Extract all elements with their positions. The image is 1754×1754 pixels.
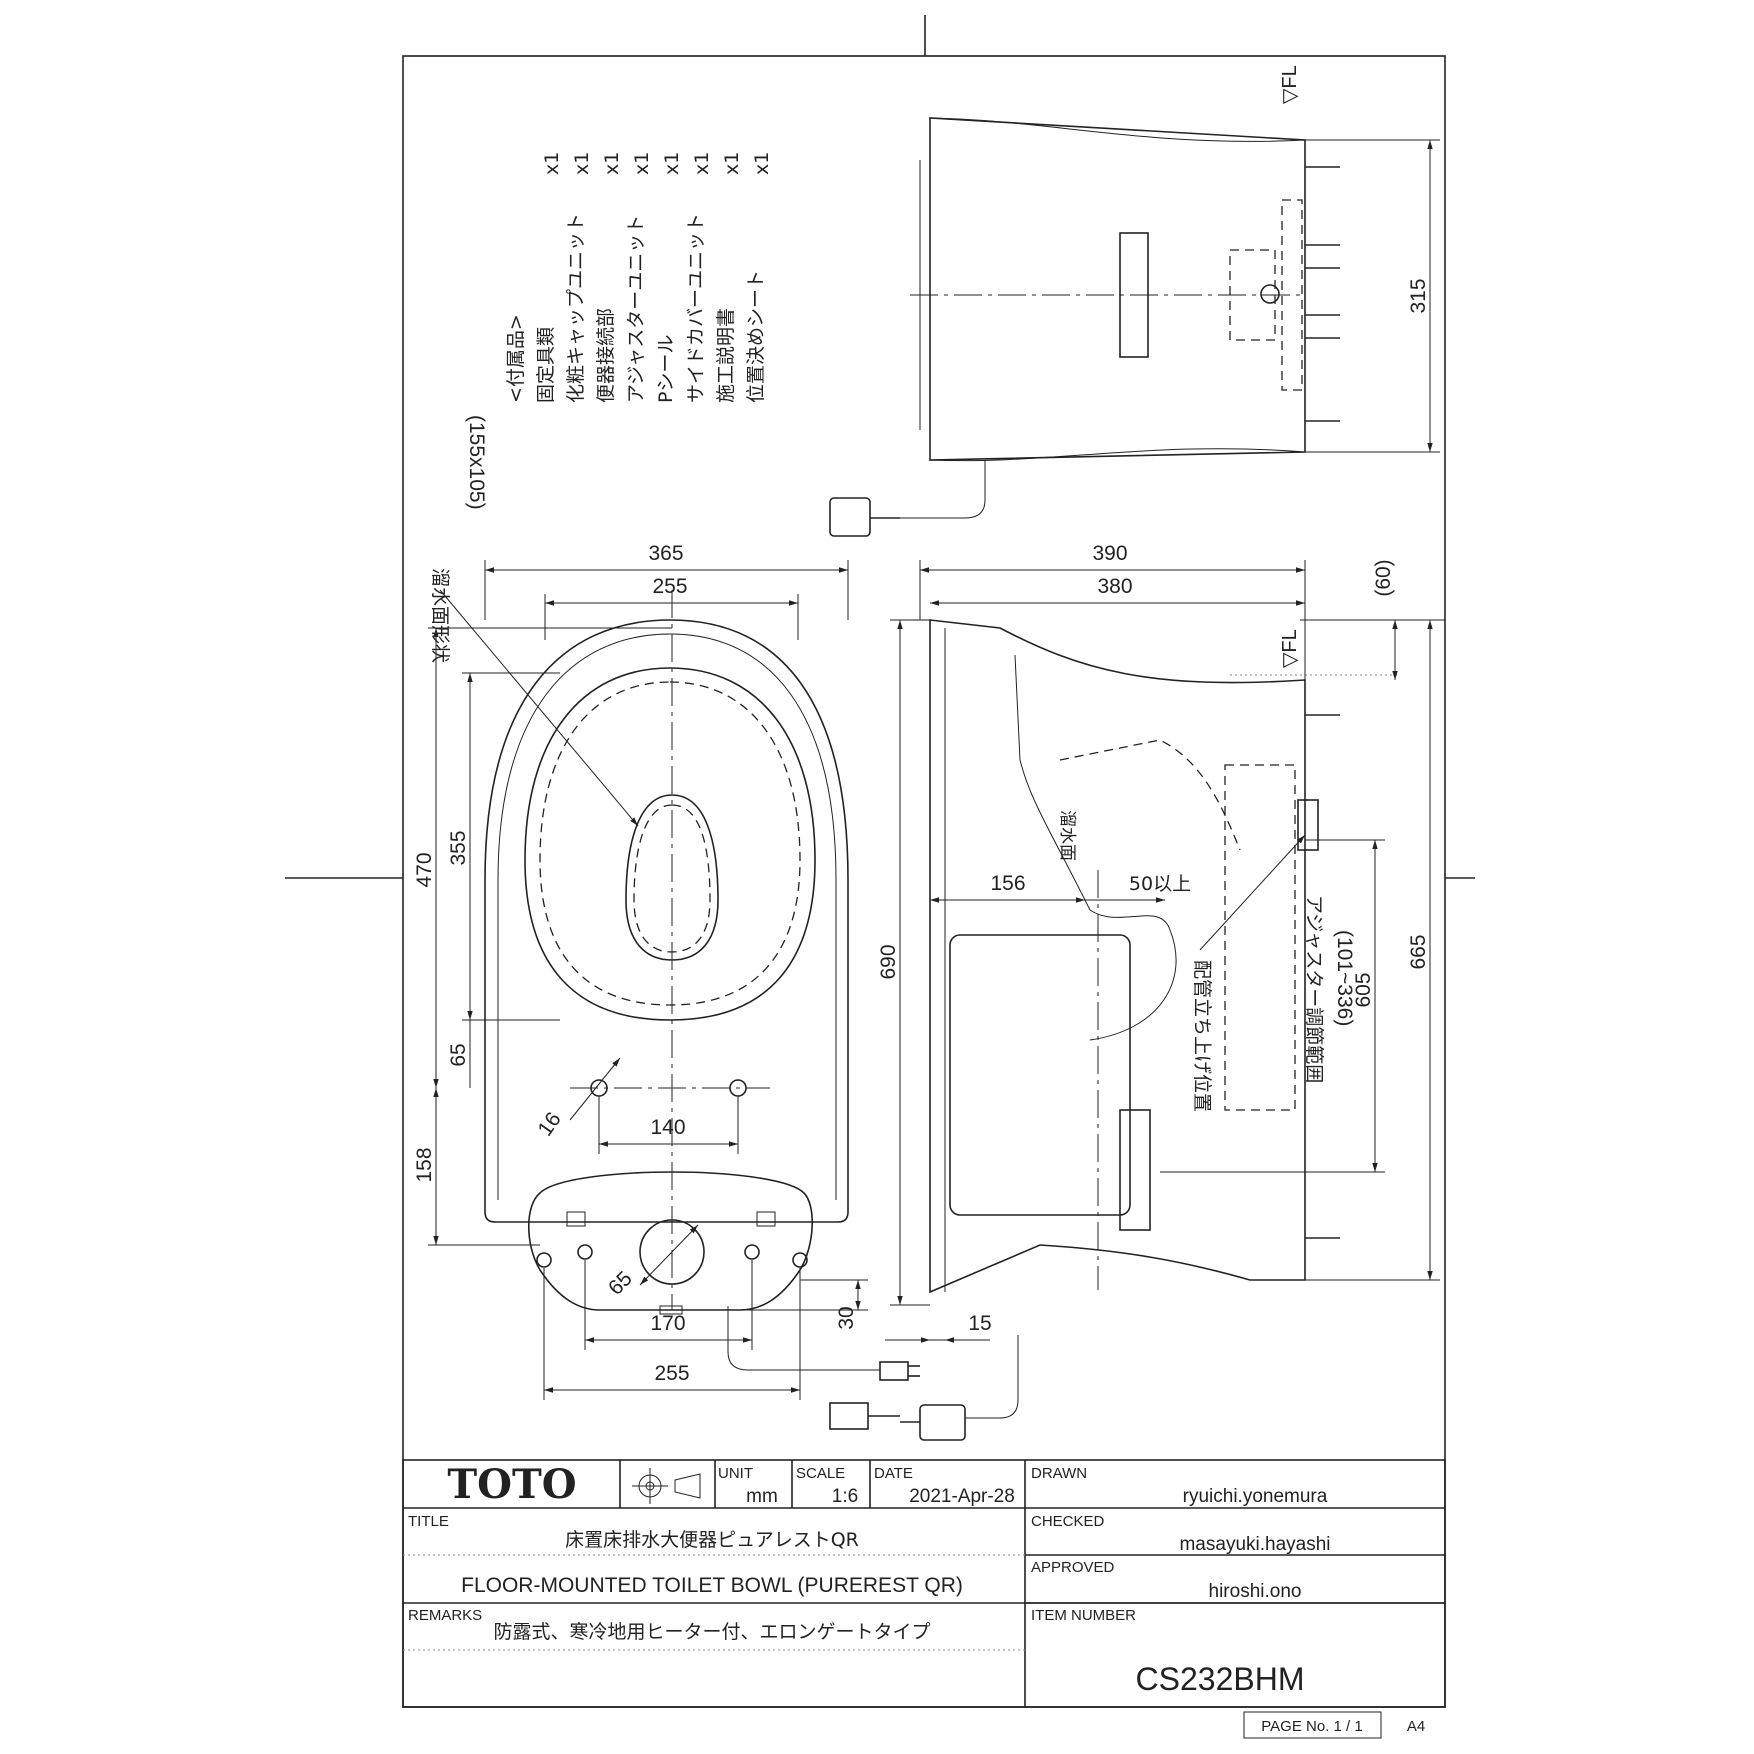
dim-255-bottom: 255 bbox=[654, 1362, 689, 1385]
dim-65-diameter: 65 bbox=[604, 1267, 637, 1300]
plan-view: 365 255 470 355 65 158 16 140 65 bbox=[413, 415, 920, 1400]
screws-side bbox=[1305, 714, 1340, 1239]
title-block: TOTO UNIT mm SCALE 1:6 DATE 2021-Apr-28 … bbox=[402, 1459, 1446, 1739]
accessory-qty-3: x1 bbox=[601, 152, 623, 175]
dim-255-top: 255 bbox=[652, 575, 687, 598]
remarks-value: 防露式、寒冷地用ヒーター付、エロンゲートタイプ bbox=[493, 1621, 930, 1643]
date-label: DATE bbox=[874, 1465, 913, 1482]
drawn-value: ryuichi.yonemura bbox=[1183, 1486, 1328, 1507]
side-dimensions: 390 380 (60) 690 156 50以上 605 665 15 bbox=[877, 542, 1445, 1343]
dim-380: 380 bbox=[1097, 575, 1132, 598]
approved-value: hiroshi.ono bbox=[1209, 1581, 1302, 1602]
bowl-outer-outline bbox=[484, 619, 849, 1223]
remarks-label: REMARKS bbox=[408, 1607, 482, 1624]
dim-470: 470 bbox=[413, 852, 436, 887]
title-en: FLOOR-MOUNTED TOILET BOWL (PUREREST QR) bbox=[461, 1574, 963, 1597]
dim-665: 665 bbox=[1407, 934, 1430, 969]
dim-16: 16 bbox=[534, 1108, 566, 1140]
side-body-outline bbox=[929, 619, 1306, 1294]
date-value: 2021-Apr-28 bbox=[909, 1486, 1015, 1507]
dim-156: 156 bbox=[990, 872, 1025, 895]
dim-315: 315 bbox=[1407, 278, 1430, 313]
accessory-qty-7: x1 bbox=[721, 152, 743, 175]
dim-170: 170 bbox=[650, 1312, 685, 1335]
accessory-item-6: サイドカバーユニット bbox=[685, 213, 707, 403]
dim-158: 158 bbox=[413, 1147, 436, 1182]
screws-top bbox=[1305, 166, 1340, 422]
item-number-label: ITEM NUMBER bbox=[1031, 1607, 1136, 1624]
dim-690: 690 bbox=[877, 944, 900, 979]
accessory-qty-2: x1 bbox=[571, 152, 593, 175]
plug-side bbox=[829, 1402, 869, 1430]
unit-value: mm bbox=[746, 1486, 778, 1507]
accessory-header: <付属品> bbox=[505, 314, 527, 403]
accessory-item-3: 便器接続部 bbox=[595, 308, 617, 403]
accessory-item-8: 位置決めシート bbox=[745, 270, 767, 403]
checked-label: CHECKED bbox=[1031, 1513, 1105, 1530]
dim-60: (60) bbox=[1372, 559, 1395, 596]
accessory-item-7: 施工説明書 bbox=[715, 308, 737, 403]
plan-dimensions: 365 255 470 355 65 158 16 140 65 bbox=[413, 415, 868, 1400]
accessory-qty-6: x1 bbox=[691, 152, 713, 175]
bowl-rim-inner bbox=[539, 681, 801, 1006]
approved-label: APPROVED bbox=[1031, 1559, 1115, 1576]
brand-logo: TOTO bbox=[447, 1461, 576, 1508]
dim-140: 140 bbox=[650, 1116, 685, 1139]
drain-socket-top bbox=[1119, 232, 1149, 358]
heater-adaptor bbox=[919, 1404, 966, 1441]
base-plate bbox=[527, 1171, 813, 1311]
checked-value: masayuki.hayashi bbox=[1179, 1534, 1330, 1555]
scale-value: 1:6 bbox=[832, 1486, 858, 1507]
accessory-list: <付属品> 固定具類 化粧キャップユニット 便器接続部 アジャスターユニット P… bbox=[505, 152, 773, 403]
dim-15: 15 bbox=[968, 1312, 991, 1335]
page-number: PAGE No. 1 / 1 bbox=[1261, 1718, 1362, 1735]
adjuster-unit bbox=[1224, 764, 1296, 1111]
water-surface-label-side: 溜水面 bbox=[1057, 810, 1077, 861]
dim-390: 390 bbox=[1092, 542, 1127, 565]
water-surface-shape-size: (155x105) bbox=[465, 415, 488, 510]
lower-cavity bbox=[949, 934, 1131, 1216]
accessory-item-4: アジャスターユニット bbox=[625, 215, 647, 403]
power-cord-plan bbox=[727, 1306, 880, 1371]
accessory-qty-4: x1 bbox=[631, 152, 653, 175]
scale-label: SCALE bbox=[796, 1465, 845, 1482]
paper-size: A4 bbox=[1407, 1718, 1425, 1735]
drawn-label: DRAWN bbox=[1031, 1465, 1087, 1482]
dim-65-left: 65 bbox=[447, 1043, 470, 1066]
unit-label: UNIT bbox=[718, 1465, 753, 1482]
accessory-qty-8: x1 bbox=[751, 152, 773, 175]
adjuster-range-label: アジャスター調節範囲 bbox=[1303, 895, 1325, 1083]
plug-plan bbox=[879, 1361, 909, 1381]
accessory-item-2: 化粧キャップユニット bbox=[565, 213, 587, 403]
dim-365: 365 bbox=[648, 542, 683, 565]
accessory-item-5: Pシール bbox=[655, 335, 677, 403]
item-number-value: CS232BHM bbox=[1136, 1661, 1305, 1697]
heater-plug bbox=[829, 497, 871, 537]
side-section-view: ▽FL 溜水面 配管立ち上げ位置 アジャスター調節範囲 (101~336) 39… bbox=[829, 542, 1445, 1441]
accessory-qty-5: x1 bbox=[661, 152, 683, 175]
dim-50-or-more: 50以上 bbox=[1129, 873, 1191, 895]
dim-605: 605 bbox=[1352, 972, 1375, 1007]
title-jp: 床置床排水大便器ピュアレストQR bbox=[565, 1529, 859, 1551]
adjuster-range-value: (101~336) bbox=[1333, 930, 1356, 1026]
dim-355: 355 bbox=[447, 830, 470, 865]
dim-30: 30 bbox=[835, 1306, 858, 1329]
fl-label-top: ▽FL bbox=[1279, 65, 1301, 104]
bowl-inner-outline bbox=[497, 633, 837, 1200]
top-view: ▽FL 315 bbox=[829, 65, 1440, 537]
pipe-position-label: 配管立ち上げ位置 bbox=[1191, 960, 1213, 1112]
water-surface-shape-label: 溜水面形状 bbox=[429, 568, 451, 663]
accessory-qty-1: x1 bbox=[541, 152, 563, 175]
top-body-outline bbox=[929, 117, 1306, 461]
bowl-rim bbox=[524, 667, 816, 1021]
fl-label-mid: ▽FL bbox=[1279, 629, 1301, 668]
title-label: TITLE bbox=[408, 1513, 449, 1530]
accessory-item-1: 固定具類 bbox=[535, 327, 557, 403]
projection-symbol bbox=[632, 1468, 701, 1504]
